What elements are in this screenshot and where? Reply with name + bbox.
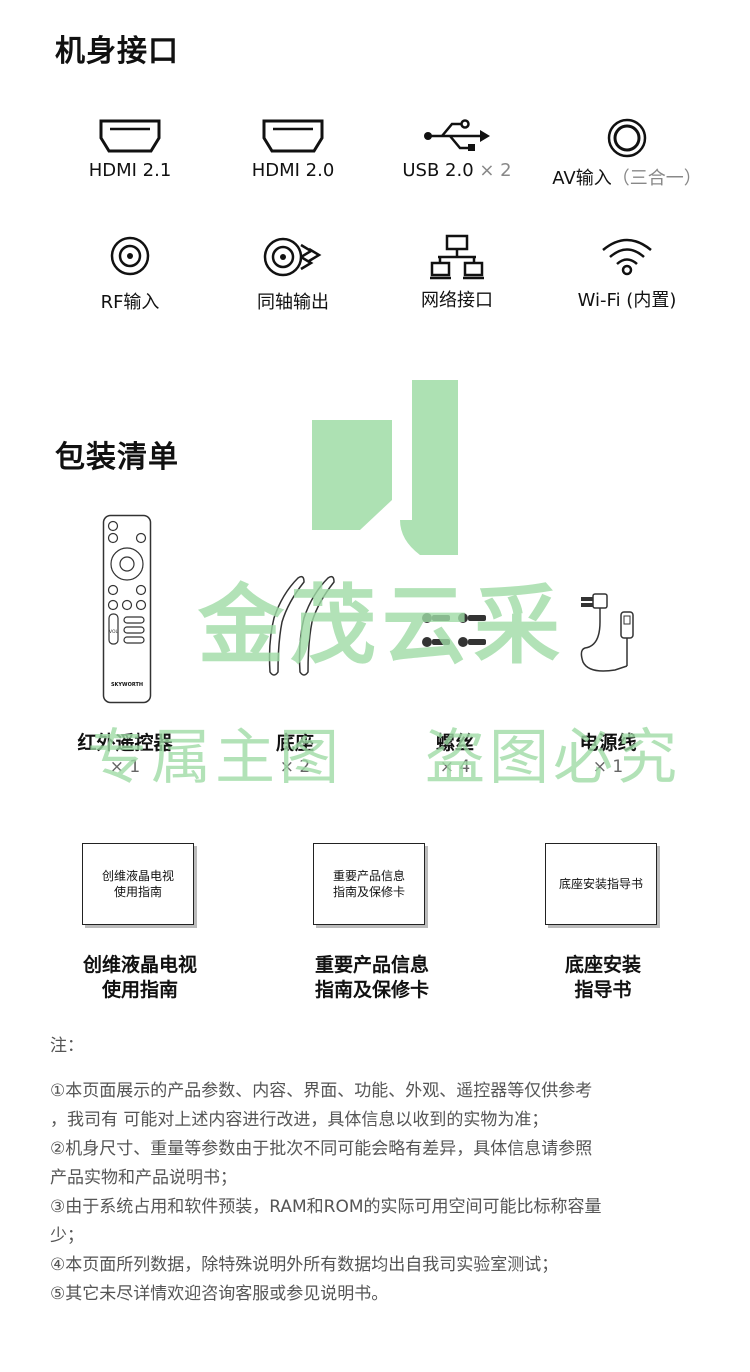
- port-label: HDMI 2.1: [88, 160, 172, 181]
- notes-section: 注： ①本页面展示的产品参数、内容、界面、功能、外观、遥控器等仅供参考 ，我司有…: [50, 1032, 700, 1309]
- port-hdmi-2-1: HDMI 2.1: [50, 118, 210, 181]
- port-coaxial-output: 同轴输出: [213, 236, 373, 314]
- package-item-remote: 红外遥控器 × 1: [65, 728, 185, 777]
- note-line: 少；: [50, 1226, 84, 1246]
- package-item-qty: × 1: [109, 757, 141, 777]
- note-line: ③由于系统占用和软件预装，RAM和ROM的实际可用空间可能比标称容量: [50, 1197, 602, 1217]
- package-item-stand: 底座 × 2: [240, 728, 350, 777]
- port-hdmi-2-0: HDMI 2.0: [213, 118, 373, 181]
- coaxial-output-icon: [263, 237, 322, 277]
- user-guide-booklet: 创维液晶电视使用指南: [82, 843, 194, 925]
- port-label: Wi-Fi (内置): [577, 290, 677, 311]
- package-item-qty: × 1: [592, 757, 624, 777]
- port-label: 网络接口: [421, 290, 493, 311]
- package-item-power-cord: 电源线 × 1: [553, 728, 663, 777]
- port-usb: USB 2.0 × 2: [377, 118, 537, 181]
- remote-brand: SKYWORTH: [111, 682, 143, 688]
- package-item-screws: 螺丝 × 4: [400, 728, 510, 777]
- network-port-icon: [430, 234, 484, 280]
- port-label: USB 2.0 × 2: [402, 160, 512, 181]
- warranty-card-booklet: 重要产品信息指南及保修卡: [313, 843, 425, 925]
- book-label-user-guide: 创维液晶电视使用指南: [82, 954, 197, 1001]
- package-item-name: 底座: [275, 732, 314, 754]
- package-item-qty: × 2: [279, 757, 311, 777]
- wifi-icon: [602, 238, 652, 276]
- port-av-input: AV输入（三合一）: [547, 118, 707, 190]
- package-section-title: 包装清单: [55, 440, 179, 475]
- screws-icon: [422, 613, 486, 647]
- usb-icon: [424, 119, 490, 151]
- note-line: ②机身尺寸、重量等参数由于批次不同可能会略有差异，具体信息请参照: [50, 1139, 593, 1159]
- hdmi-icon: [99, 119, 161, 153]
- note-line: 产品实物和产品说明书；: [50, 1168, 237, 1188]
- ports-section-title: 机身接口: [55, 34, 179, 69]
- package-item-qty: × 4: [439, 757, 471, 777]
- remote-control-icon: VOL SKYWORTH: [102, 514, 152, 704]
- watermark-text-brand: 金茂云采: [197, 576, 566, 676]
- stand-install-booklet: 底座安装指导书: [545, 843, 657, 925]
- port-wifi: Wi-Fi (内置): [547, 236, 707, 312]
- note-line: ，我司有 可能对上述内容进行改进，具体信息以收到的实物为准；: [50, 1110, 549, 1130]
- rf-port-icon: [110, 236, 150, 276]
- av-port-icon: [607, 118, 647, 158]
- port-rf-input: RF输入: [50, 236, 210, 314]
- stand-legs-icon: [268, 575, 335, 676]
- note-line: ⑤其它未尽详情欢迎咨询客服或参见说明书。: [50, 1284, 389, 1304]
- hdmi-icon: [262, 119, 324, 153]
- book-label-stand-install: 底座安装指导书: [564, 954, 641, 1001]
- book-label-warranty: 重要产品信息指南及保修卡: [314, 954, 429, 1001]
- note-line: ①本页面展示的产品参数、内容、界面、功能、外观、遥控器等仅供参考: [50, 1081, 593, 1101]
- port-network: 网络接口: [377, 234, 537, 312]
- package-item-name: 红外遥控器: [77, 732, 173, 754]
- note-line: ④本页面所列数据，除特殊说明外所有数据均出自我司实验室测试；: [50, 1255, 559, 1275]
- package-item-name: 螺丝: [435, 732, 474, 754]
- power-cord-icon: [580, 593, 634, 672]
- watermark-logo-icon: [312, 380, 458, 555]
- port-label: 同轴输出: [257, 292, 329, 313]
- port-label: HDMI 2.0: [251, 160, 335, 181]
- remote-vol-label: VOL: [109, 629, 119, 635]
- port-label: AV输入（三合一）: [552, 168, 702, 189]
- notes-title: 注：: [50, 1036, 84, 1056]
- package-item-name: 电源线: [579, 732, 637, 754]
- port-label: RF输入: [100, 292, 160, 313]
